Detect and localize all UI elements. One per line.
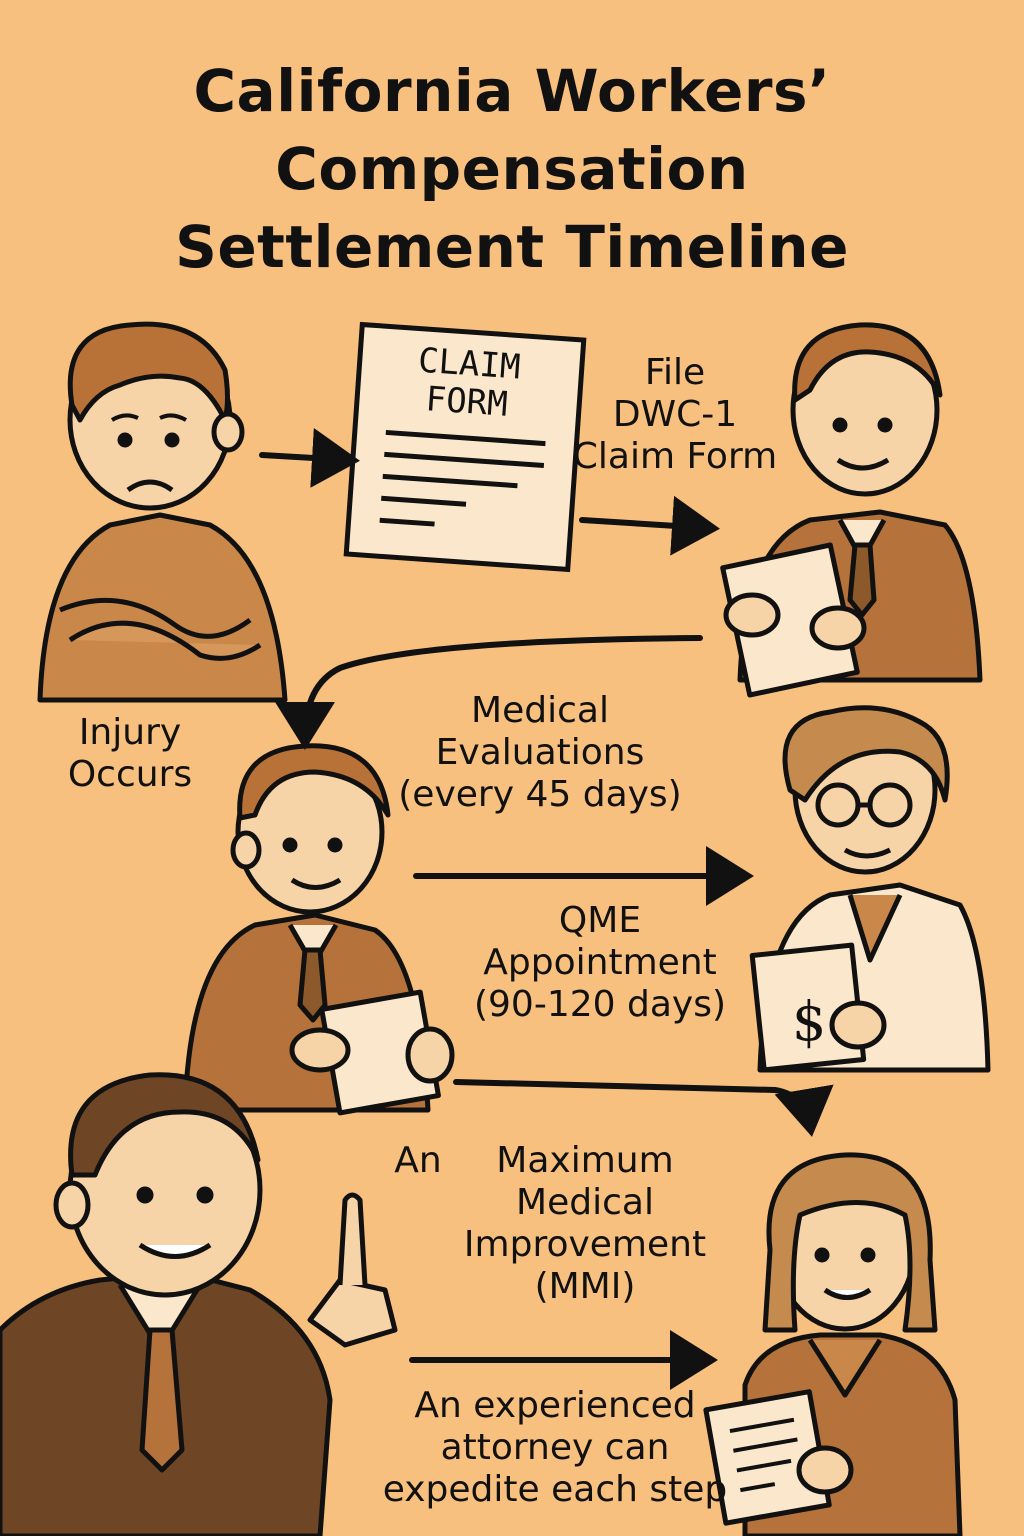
curved-arrow-icon [453, 1079, 834, 1137]
adjuster-figure [182, 743, 455, 1116]
arrow-right-icon [259, 427, 360, 488]
title-line-1: California Workers’ [193, 57, 831, 125]
step-injury-line-2: Occurs [67, 754, 193, 795]
step-mmi-line-4: (MMI) [534, 1266, 636, 1307]
step-injury-line-1: Injury [78, 712, 182, 753]
title-line-3: Settlement Timeline [175, 213, 849, 281]
attorney-note-label: An experienced attorney can expedite eac… [380, 1385, 730, 1511]
step-file-claim-line-3: Claim Form [572, 436, 778, 477]
doctor-figure [749, 705, 991, 1073]
step-medical-eval-line-2: Evaluations [435, 732, 645, 773]
page-title: California Workers’ Compensation Settlem… [0, 52, 1024, 286]
attorney-note-line-3: expedite each step [382, 1469, 728, 1510]
step-qme-label: QME Appointment (90-120 days) [455, 900, 745, 1026]
step-mmi-line-2: Medical [516, 1182, 654, 1223]
curved-arrow-icon [275, 635, 703, 750]
step-medical-eval-line-1: Medical [471, 690, 609, 731]
step-file-claim-label: File DWC-1 Claim Form [570, 352, 780, 478]
claim-form-title: CLAIM FORM [386, 340, 551, 427]
step-file-claim-line-1: File [644, 352, 706, 393]
injured-worker-figure [37, 321, 288, 703]
dollar-invoice-icon: $ [792, 990, 826, 1053]
step-medical-eval-line-3: (every 45 days) [398, 774, 682, 815]
step-qme-line-3: (90-120 days) [473, 984, 727, 1025]
step-mmi-label: Maximum Medical Improvement (MMI) [450, 1140, 720, 1308]
step-medical-eval-label: Medical Evaluations (every 45 days) [395, 690, 685, 816]
claims-agent-figure [720, 322, 983, 698]
arrow-right-icon [579, 495, 720, 556]
step-qme-line-2: Appointment [483, 942, 717, 983]
attorney-figure [0, 1072, 398, 1536]
step-qme-line-1: QME [558, 900, 642, 941]
step-mmi-prefix: An [394, 1140, 442, 1181]
step-mmi-line-3: Improvement [463, 1224, 707, 1265]
attorney-note-line-1: An experienced [414, 1385, 696, 1426]
step-mmi-line-1: Maximum [496, 1140, 674, 1181]
step-file-claim-line-2: DWC-1 [612, 394, 738, 435]
step-injury-label: Injury Occurs [40, 712, 220, 796]
attorney-note-line-2: attorney can [440, 1427, 670, 1468]
staff-figure [703, 1152, 963, 1536]
title-line-2: Compensation [275, 135, 749, 203]
